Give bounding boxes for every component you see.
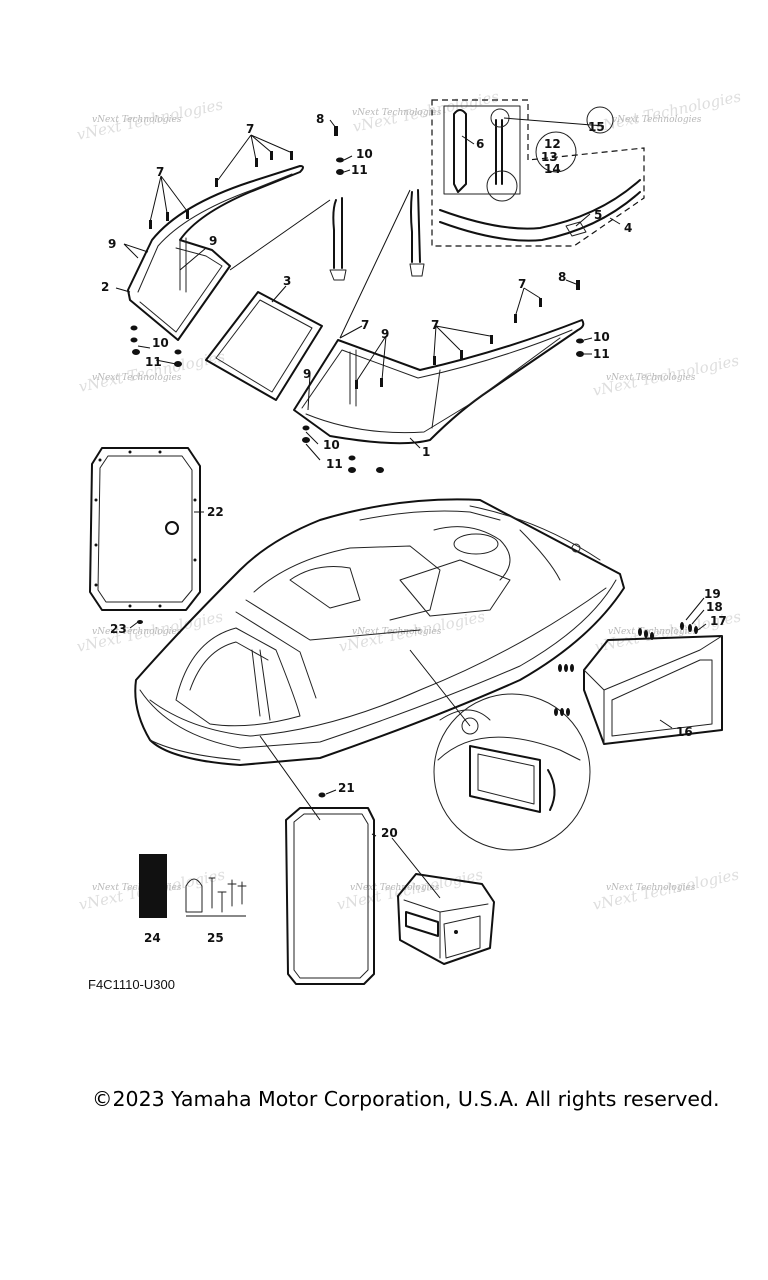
callout-11: 11 bbox=[145, 355, 162, 369]
stanchions bbox=[329, 189, 425, 281]
watermark: vNext Technologies bbox=[352, 108, 442, 118]
callout-15: 15 bbox=[588, 120, 605, 134]
callout-12: 12 bbox=[544, 137, 561, 151]
callout-9: 9 bbox=[108, 237, 116, 251]
part-tool-kit bbox=[185, 877, 247, 917]
callout-9: 9 bbox=[209, 234, 217, 248]
callout-21: 21 bbox=[338, 781, 355, 795]
callout-14: 14 bbox=[544, 162, 561, 176]
callout-24: 24 bbox=[144, 931, 161, 945]
watermark: vNext Technologies bbox=[350, 883, 440, 893]
callout-7: 7 bbox=[518, 277, 526, 291]
boat-hull bbox=[134, 498, 625, 766]
callout-3: 3 bbox=[283, 274, 291, 288]
callout-11: 11 bbox=[593, 347, 610, 361]
callout-8: 8 bbox=[558, 270, 566, 284]
svg-text:vNext Technologies: vNext Technologies bbox=[593, 87, 743, 136]
callout-19: 19 bbox=[704, 587, 721, 601]
watermark: vNext Technologies bbox=[92, 373, 182, 383]
callout-7: 7 bbox=[246, 122, 254, 136]
callout-11: 11 bbox=[351, 163, 368, 177]
callout-2: 2 bbox=[101, 280, 109, 294]
callout-1: 1 bbox=[422, 445, 430, 459]
watermark: vNext Technologies bbox=[92, 115, 182, 125]
callout-4: 4 bbox=[624, 221, 632, 235]
callout-6: 6 bbox=[476, 137, 484, 151]
callout-5: 5 bbox=[594, 208, 602, 222]
storage-detail-circle bbox=[409, 649, 591, 851]
callout-23: 23 bbox=[110, 622, 127, 636]
watermark: vNext Technologies bbox=[606, 883, 696, 893]
callout-18: 18 bbox=[706, 600, 723, 614]
part-center-windshield bbox=[205, 291, 323, 401]
callout-7: 7 bbox=[361, 318, 369, 332]
callout-13: 13 bbox=[541, 150, 558, 164]
part-deck-hatch bbox=[89, 447, 201, 611]
watermark: vNext Technologies bbox=[608, 627, 698, 637]
callout-16: 16 bbox=[676, 725, 693, 739]
callout-7: 7 bbox=[156, 165, 164, 179]
callout-7: 7 bbox=[431, 318, 439, 332]
part-label-block bbox=[139, 854, 167, 918]
callout-10: 10 bbox=[356, 147, 373, 161]
callout-8: 8 bbox=[316, 112, 324, 126]
callout-25: 25 bbox=[207, 931, 224, 945]
diagram-code: F4C1110-U300 bbox=[88, 977, 175, 992]
callouts: 1 2 3 4 5 6 7 7 7 7 7 8 8 9 9 9 9 10 10 … bbox=[101, 112, 727, 945]
watermark: vNext Technologies bbox=[92, 627, 182, 637]
watermark: vNext Technologies bbox=[612, 115, 702, 125]
callout-22: 22 bbox=[207, 505, 224, 519]
copyright-notice: ©2023 Yamaha Motor Corporation, U.S.A. A… bbox=[92, 1087, 720, 1111]
watermark: vNext Technologies bbox=[92, 883, 182, 893]
hardware bbox=[130, 126, 584, 798]
inset-box bbox=[431, 99, 645, 247]
watermark: vNext Technologies bbox=[606, 373, 696, 383]
callout-10: 10 bbox=[152, 336, 169, 350]
callout-10: 10 bbox=[323, 438, 340, 452]
part-left-windshield bbox=[127, 165, 304, 341]
watermarks: vNext Technologies vNext Technologies vN… bbox=[75, 87, 743, 914]
leader-lines bbox=[115, 117, 707, 899]
part-lid-frame bbox=[259, 735, 375, 985]
part-storage-box bbox=[554, 622, 723, 745]
callout-9: 9 bbox=[303, 367, 311, 381]
callout-10: 10 bbox=[593, 330, 610, 344]
callout-17: 17 bbox=[710, 614, 727, 628]
callout-11: 11 bbox=[326, 457, 343, 471]
callout-9: 9 bbox=[381, 327, 389, 341]
part-compartment bbox=[397, 873, 495, 965]
callout-20: 20 bbox=[381, 826, 398, 840]
part-right-windshield bbox=[293, 319, 585, 445]
